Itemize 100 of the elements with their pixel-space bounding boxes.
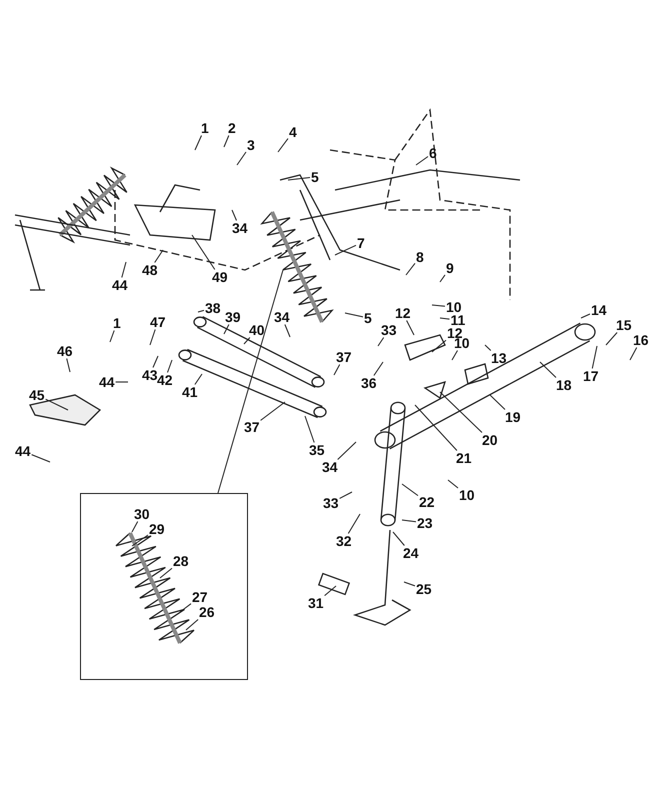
leader-line [630, 347, 638, 360]
callout-number: 18 [555, 378, 573, 392]
inset-frame [80, 493, 248, 680]
callout-number: 21 [455, 450, 473, 466]
callout-number: 32 [335, 534, 353, 548]
callout-number: 34 [273, 310, 291, 324]
leader-line [416, 156, 428, 166]
leader-line [402, 520, 416, 522]
leader-line [344, 312, 364, 318]
leader-line [152, 356, 158, 368]
leader-line [339, 492, 352, 499]
leader-line [304, 416, 315, 443]
leader-line [150, 329, 156, 346]
leader-line [440, 392, 482, 433]
callout-number: 23 [416, 516, 434, 530]
leader-line [236, 152, 246, 166]
leader-line [402, 484, 418, 496]
leader-line [160, 568, 172, 578]
leader-line [194, 374, 202, 385]
callout-number: 34 [321, 460, 339, 474]
callout-number: 5 [363, 310, 373, 326]
leader-line [232, 210, 237, 221]
leader-line [66, 358, 70, 372]
leader-line [121, 262, 126, 278]
leader-line [373, 362, 384, 376]
callout-number: 33 [380, 322, 398, 338]
leader-line [406, 320, 414, 336]
callout-number: 40 [248, 322, 266, 338]
callout-number: 48 [141, 262, 159, 278]
callout-number: 10 [458, 488, 476, 502]
callout-number: 20 [481, 432, 499, 448]
leader-line [31, 454, 50, 462]
leader-line [198, 310, 204, 312]
callout-number: 5 [310, 170, 320, 184]
callout-number: 17 [582, 368, 600, 384]
leader-line [260, 402, 286, 421]
callout-number: 9 [445, 260, 455, 276]
callout-number: 16 [632, 332, 650, 348]
callout-number: 12 [394, 306, 412, 320]
callout-number: 37 [243, 420, 261, 434]
callout-number: 34 [231, 220, 249, 236]
leader-line [337, 442, 356, 460]
callout-number: 49 [211, 270, 229, 284]
callout-number: 1 [112, 316, 122, 330]
callout-number: 24 [402, 546, 420, 560]
leader-line [132, 534, 148, 546]
leader-line [348, 514, 360, 534]
callout-number: 25 [415, 582, 433, 596]
leader-line [484, 344, 492, 351]
callout-number: 29 [148, 522, 166, 536]
leader-line [406, 262, 416, 276]
callout-number: 44 [98, 374, 116, 390]
callout-number: 1 [200, 120, 210, 136]
leader-line [224, 135, 230, 148]
callout-number: 26 [198, 604, 216, 620]
leader-line [452, 350, 458, 360]
leader-line [180, 603, 192, 612]
leader-line [580, 314, 590, 318]
callout-number: 6 [428, 146, 438, 160]
leader-line [288, 177, 310, 180]
callout-number: 45 [28, 388, 46, 402]
callout-number: 27 [191, 590, 209, 604]
leader-line [414, 404, 458, 451]
callout-number: 11 [450, 312, 466, 328]
callout-number: 33 [322, 496, 340, 510]
leader-line [194, 135, 202, 150]
callout-number: 22 [418, 494, 436, 510]
leader-line [432, 304, 446, 307]
callout-number: 39 [224, 310, 242, 324]
leader-line [432, 340, 446, 352]
leader-line [392, 532, 405, 546]
leader-line [218, 270, 284, 494]
callout-number: 30 [133, 506, 151, 522]
callout-number: 10 [445, 300, 463, 314]
leader-line [440, 318, 450, 320]
leader-line [448, 480, 458, 488]
callout-number: 31 [307, 596, 325, 610]
callout-number: 46 [56, 344, 74, 358]
leader-line [244, 337, 250, 344]
leader-line [592, 346, 598, 369]
leader-line [278, 138, 288, 152]
callout-number: 41 [181, 384, 199, 400]
callout-number: 44 [14, 444, 32, 458]
leader-line [334, 244, 356, 256]
callout-number: 38 [204, 300, 222, 316]
leader-line [606, 332, 618, 346]
leader-line [540, 362, 556, 378]
leader-line [167, 360, 172, 373]
callout-number: 7 [356, 236, 366, 250]
leader-line [490, 394, 506, 410]
leader-line [110, 330, 115, 342]
leader-line [186, 619, 199, 630]
callout-number: 47 [149, 314, 167, 330]
callout-number: 36 [360, 376, 378, 390]
callout-number: 4 [288, 124, 298, 140]
leader-line [192, 234, 216, 270]
callout-number: 19 [504, 410, 522, 424]
leader-line [378, 337, 384, 346]
leader-line [154, 250, 164, 263]
leader-line [404, 582, 416, 586]
